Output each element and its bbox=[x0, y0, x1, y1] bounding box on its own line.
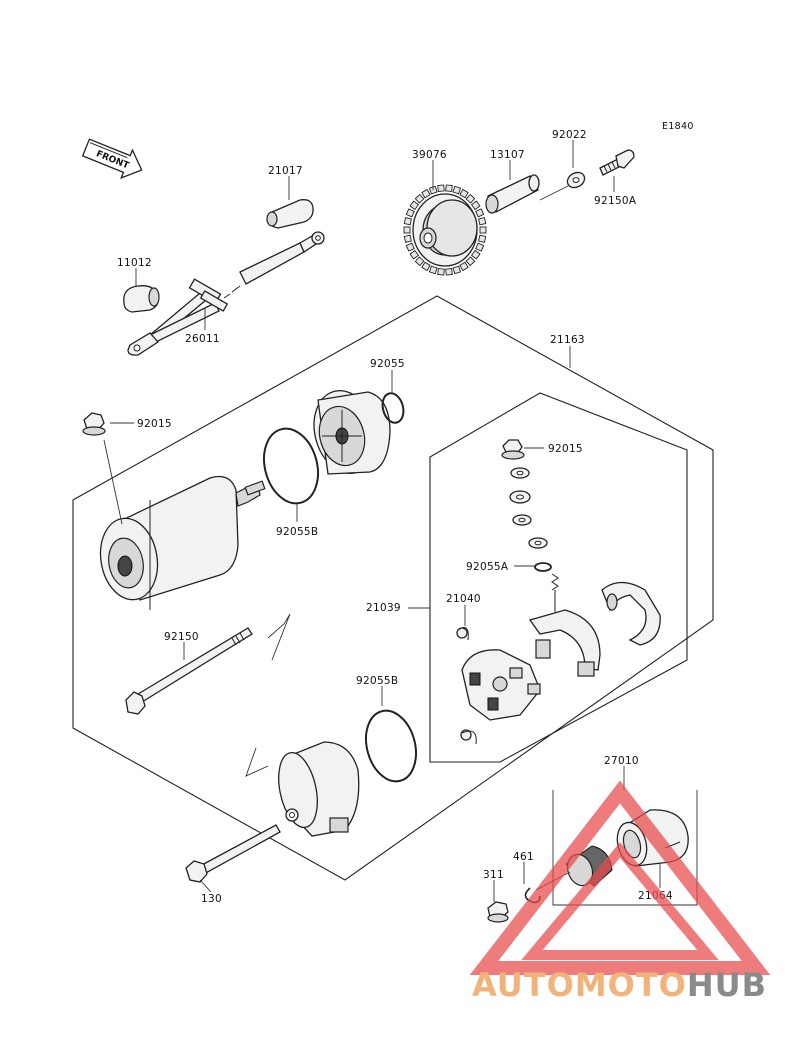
label-92150A: 92150A bbox=[594, 195, 637, 207]
gear-tooth bbox=[478, 217, 487, 226]
label-92015-left: 92015 bbox=[137, 418, 172, 430]
o-ring-tiny bbox=[534, 562, 552, 572]
wiring-harness bbox=[127, 278, 229, 356]
gear-tooth bbox=[475, 208, 485, 218]
label-461: 461 bbox=[513, 851, 534, 863]
flange-nut-right bbox=[501, 439, 525, 460]
label-92055B-front: 92055B bbox=[276, 526, 318, 538]
label-92022: 92022 bbox=[552, 129, 587, 141]
gear-tooth bbox=[428, 265, 438, 275]
gear-tooth bbox=[465, 193, 476, 204]
flange-bolt-small bbox=[599, 149, 635, 176]
flange-nut-left bbox=[82, 412, 106, 436]
gear-tooth bbox=[409, 200, 420, 211]
label-92055B-rear: 92055B bbox=[356, 675, 398, 687]
o-ring-large-front bbox=[263, 427, 319, 505]
label-92055A: 92055A bbox=[466, 561, 509, 573]
gear-tooth bbox=[405, 208, 415, 218]
watermark-logo bbox=[469, 780, 771, 975]
gear-tooth bbox=[470, 249, 481, 260]
watermark-text: AUTOMOTOHUB bbox=[472, 966, 767, 1004]
gear-tooth bbox=[452, 265, 462, 275]
clutch-bracket bbox=[552, 790, 698, 906]
idle-gear bbox=[403, 184, 487, 276]
gear-tooth bbox=[403, 226, 411, 234]
brush-holder bbox=[461, 649, 541, 721]
label-21017: 21017 bbox=[268, 165, 303, 177]
gear-tooth bbox=[437, 267, 445, 276]
gear-tooth bbox=[470, 200, 481, 211]
gear-tooth bbox=[459, 188, 469, 199]
gear-tooth bbox=[405, 242, 415, 252]
washer bbox=[566, 171, 586, 189]
gear-tooth bbox=[478, 234, 487, 243]
gear-tooth bbox=[414, 193, 425, 204]
label-21039: 21039 bbox=[366, 602, 401, 614]
label-11012: 11012 bbox=[117, 257, 152, 269]
cap bbox=[123, 285, 160, 313]
brush-spring-lower bbox=[460, 729, 477, 745]
brush-cover bbox=[601, 581, 661, 646]
gear-tooth bbox=[421, 188, 431, 199]
gear-tooth bbox=[445, 267, 453, 276]
label-92055: 92055 bbox=[370, 358, 405, 370]
label-39076: 39076 bbox=[412, 149, 447, 161]
washer-stack bbox=[509, 467, 548, 549]
gear-tooth bbox=[414, 256, 425, 267]
gear-tooth bbox=[421, 261, 431, 272]
label-27010: 27010 bbox=[604, 755, 639, 767]
through-bolt bbox=[125, 627, 253, 715]
terminal-boot bbox=[266, 199, 314, 229]
gear-tooth bbox=[452, 185, 462, 195]
label-13107: 13107 bbox=[490, 149, 525, 161]
label-92015-right: 92015 bbox=[548, 443, 583, 455]
label-21163: 21163 bbox=[550, 334, 585, 346]
part-labels: 21017 11012 26011 39076 13107 92022 9215… bbox=[117, 129, 673, 905]
rear-cover bbox=[278, 741, 360, 837]
front-arrow-icon: FRONT bbox=[81, 138, 143, 180]
gear-tooth bbox=[403, 234, 412, 243]
diagram-code: E1840 bbox=[662, 121, 694, 132]
lock-nut bbox=[487, 901, 509, 923]
shaft bbox=[485, 174, 540, 214]
o-ring-small bbox=[381, 392, 405, 424]
label-311: 311 bbox=[483, 869, 504, 881]
front-cover bbox=[313, 390, 391, 475]
hex-bolt bbox=[185, 824, 281, 883]
starter-assembly-frame bbox=[72, 295, 714, 881]
gear-tooth bbox=[403, 217, 412, 226]
watermark-brand-part1: AUTOMOTO bbox=[472, 966, 687, 1004]
watermark-brand-part2: HUB bbox=[687, 966, 767, 1004]
gear-tooth bbox=[409, 249, 420, 260]
gear-tooth bbox=[465, 256, 476, 267]
motor-yoke bbox=[99, 475, 266, 610]
lead-cable bbox=[223, 231, 325, 299]
label-130: 130 bbox=[201, 893, 222, 905]
gear-tooth bbox=[437, 184, 445, 193]
gear-tooth bbox=[475, 242, 485, 252]
gear-tooth bbox=[479, 226, 487, 234]
brush-spring-upper bbox=[456, 627, 469, 641]
label-92150: 92150 bbox=[164, 631, 199, 643]
brush-plate bbox=[528, 573, 601, 677]
label-26011: 26011 bbox=[185, 333, 220, 345]
o-ring-large-rear bbox=[365, 709, 417, 783]
label-21040: 21040 bbox=[446, 593, 481, 605]
brush-holder-frame bbox=[429, 392, 688, 763]
gear-tooth bbox=[428, 185, 438, 195]
gear-tooth bbox=[445, 184, 453, 193]
gear-tooth bbox=[459, 261, 469, 272]
